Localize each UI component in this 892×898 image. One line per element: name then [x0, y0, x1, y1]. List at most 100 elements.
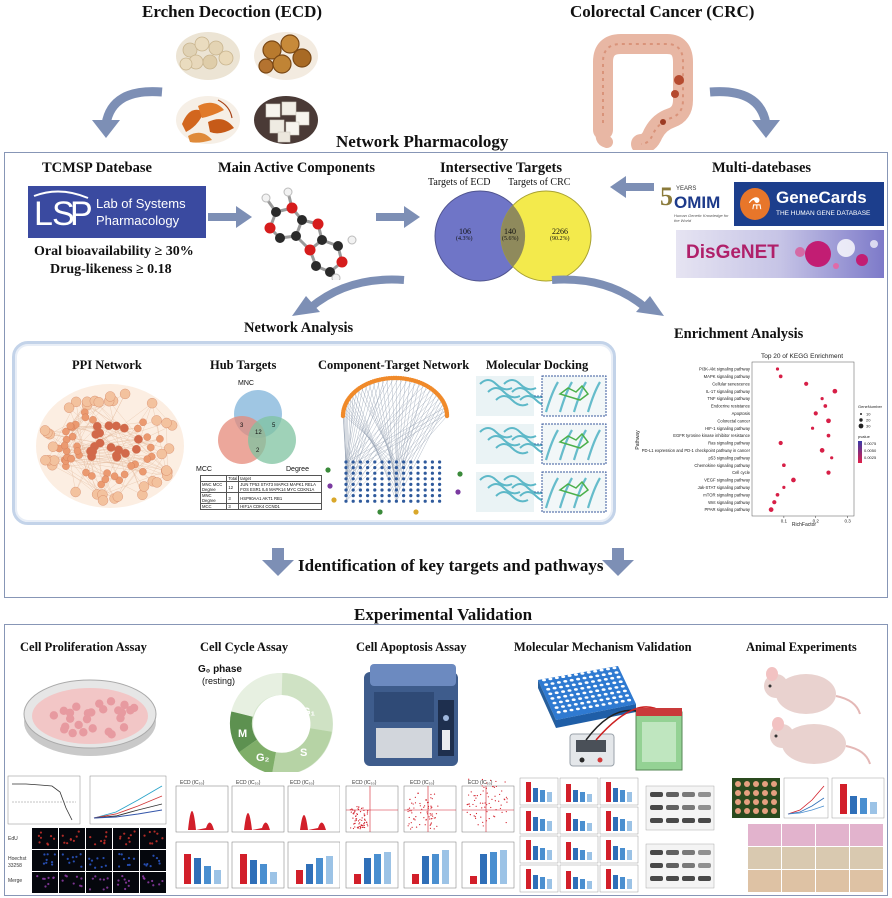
kegg-category-label: EGFR tyrosine kinase inhibitor resistanc… [673, 433, 750, 438]
plate-well [569, 678, 574, 682]
ctn-component-node [351, 477, 355, 481]
tumor-sample [744, 790, 750, 796]
ctn-component-node [416, 477, 420, 481]
ctn-component-node [344, 477, 348, 481]
plate-well [601, 673, 606, 676]
plate-well [558, 700, 563, 704]
dish-cell [49, 711, 59, 720]
tumor-sample [735, 799, 741, 805]
mechanism-bar-chart [599, 777, 639, 806]
ctn-component-node [351, 466, 355, 470]
mechanism-bar [580, 879, 585, 889]
ppi-node [151, 415, 162, 426]
plate-well [561, 690, 566, 693]
disgenet-dots [795, 239, 878, 269]
ppi-node [62, 427, 70, 436]
ppi-node [67, 455, 75, 463]
ctn-component-node [366, 460, 370, 464]
tumor-mark [674, 75, 684, 85]
dish-cell [119, 723, 129, 732]
plate-well [612, 696, 617, 699]
ctn-herb-node [331, 497, 337, 503]
cycle-bar [240, 854, 247, 884]
if-label-edu: EdU [8, 836, 18, 842]
poria-herb [254, 96, 318, 144]
ctn-component-node [438, 488, 442, 492]
apoptosis-bar [422, 856, 429, 884]
mechanism-bar [566, 871, 571, 889]
if-image [113, 828, 139, 849]
ctn-component-node [423, 460, 427, 464]
ctn-component-node [358, 460, 362, 464]
ppi-node [161, 465, 172, 476]
ppi-node [156, 435, 164, 443]
plate-well [605, 697, 610, 701]
mechanism-bar [587, 823, 592, 831]
plate-well [576, 677, 581, 681]
blot-band [666, 863, 679, 868]
tumor-weight-bar [860, 798, 867, 814]
ctn-component-node [351, 488, 355, 492]
blot-band [682, 818, 695, 823]
ctn-component-node [387, 466, 391, 470]
histology-image [816, 824, 849, 846]
docking-title: Molecular Docking [486, 358, 589, 372]
ctn-component-node [344, 466, 348, 470]
cycle-bar [250, 860, 257, 884]
blot-band [682, 876, 695, 881]
ppi-node [97, 480, 105, 489]
ctn-component-node [394, 494, 398, 498]
if-image [59, 850, 85, 871]
plate-well [573, 688, 578, 691]
kegg-category-label: Endocrine resistance [711, 404, 751, 409]
apoptosis-bar [384, 852, 391, 884]
ctn-component-node [423, 494, 427, 498]
ctn-component-node [351, 499, 355, 503]
dish-cell [120, 700, 129, 710]
right-curve-arrow [709, 87, 780, 138]
histology-image [816, 847, 849, 869]
s-label: S [300, 747, 308, 759]
ppi-node [119, 423, 129, 433]
ctn-component-node [430, 477, 434, 481]
ppi-node [97, 495, 109, 506]
ctn-component-node [387, 471, 391, 475]
kegg-x-tick: 0.2 [813, 519, 820, 524]
kegg-category-label: Apoptosis [732, 411, 750, 416]
ctn-component-node [394, 471, 398, 475]
mechanism-bar [566, 784, 571, 802]
plate-well [599, 668, 604, 672]
if-image [140, 828, 166, 849]
ctn-component-node [387, 499, 391, 503]
docking-images [476, 374, 608, 516]
plate-well [620, 685, 625, 688]
plate-well [595, 704, 600, 707]
plate-well [586, 671, 591, 674]
ppi-node [49, 455, 60, 466]
ppi-node [127, 462, 135, 470]
venn-left-count: 106 [459, 227, 471, 236]
ctn-component-node [373, 499, 377, 503]
kegg-point [820, 397, 824, 401]
blot-band [666, 792, 679, 797]
ctn-component-node [380, 499, 384, 503]
ctn-component-node [366, 466, 370, 470]
ctn-component-node [366, 499, 370, 503]
ctn-component-node [438, 482, 442, 486]
cell-cycle-donut [229, 673, 333, 772]
kegg-point [782, 485, 786, 489]
mechanism-bar-chart [599, 835, 639, 864]
apoptosis-scatter [461, 785, 515, 833]
plate-well [605, 682, 610, 686]
hub-table-cell: 3 [226, 503, 240, 510]
kegg-category-label: TNF signaling pathway [707, 396, 750, 401]
ctn-component-node [387, 488, 391, 492]
blot-band [698, 876, 711, 881]
plate-well [573, 703, 578, 706]
ecd-title: Erchen Decoction (ECD) [142, 2, 323, 21]
ppi-node [134, 434, 143, 444]
ctn-herb-node [413, 509, 419, 515]
plate-well [597, 694, 602, 697]
ctn-component-node [373, 488, 377, 492]
mechanism-bar [566, 813, 571, 831]
